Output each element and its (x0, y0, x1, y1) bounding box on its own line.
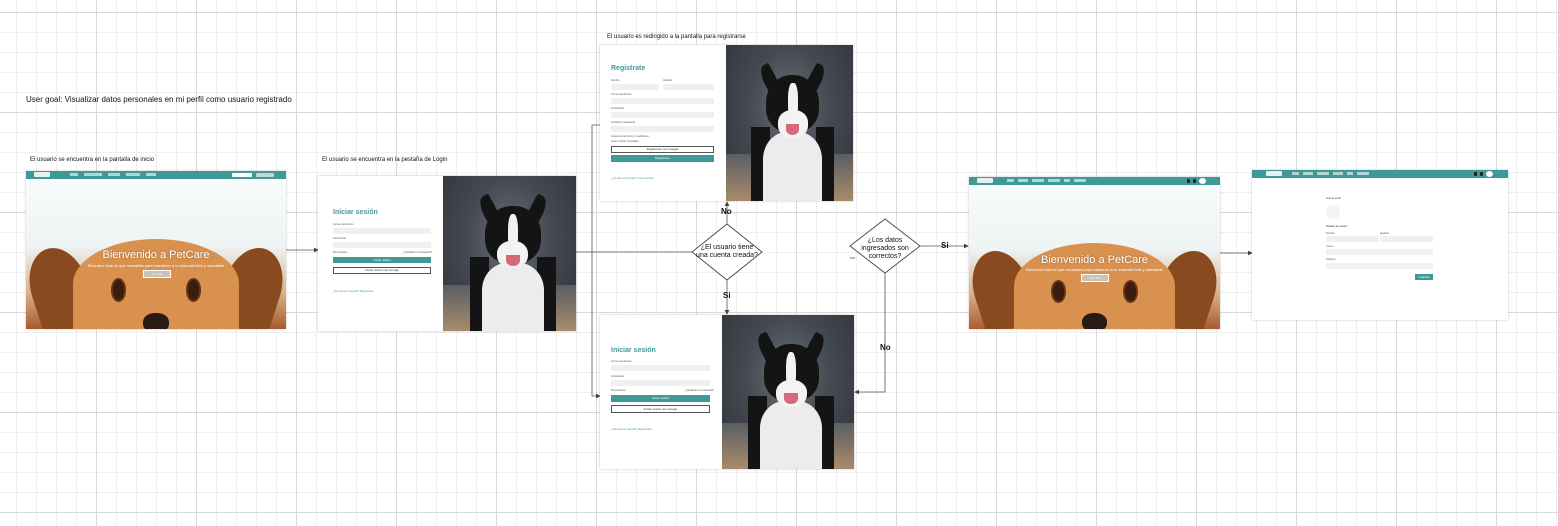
hero-button[interactable]: Ver más (1081, 274, 1109, 282)
home-logged-screen: Bienvenido a PetCare Descubre todo lo qu… (969, 177, 1220, 329)
confirm-label: Confirmar contraseña (611, 121, 636, 124)
profile-lastname-input[interactable] (1380, 236, 1433, 242)
dog-photo (722, 315, 854, 469)
profile-phone-label: Teléfono (1326, 258, 1336, 261)
edge-label-no: No (721, 207, 732, 216)
home-screen: Bienvenido a PetCare Descubre todo lo qu… (26, 171, 286, 329)
avatar[interactable] (1486, 171, 1493, 177)
reg-email-label: Correo electrónico (611, 93, 632, 96)
arrow-register-to-login2 (591, 124, 601, 399)
register-lastname-input[interactable] (663, 84, 714, 90)
bell-icon[interactable] (1480, 172, 1483, 176)
hero-button[interactable]: Ver más (143, 270, 171, 278)
dog-photo (726, 45, 853, 201)
login-register-link[interactable]: ¿No tienes cuenta? Regístrate (333, 289, 374, 293)
login2-password-input[interactable] (611, 380, 710, 386)
profile-email-input[interactable] (1326, 249, 1433, 255)
profile-navbar (1252, 170, 1508, 178)
profile-phone-input[interactable] (1326, 263, 1433, 269)
password-label: Contraseña (333, 237, 346, 240)
bell-icon[interactable] (1193, 179, 1196, 183)
home-logged-navbar (969, 177, 1220, 185)
hero-image: Bienvenido a PetCare Descubre todo lo qu… (26, 179, 286, 329)
edge-label-no: No (880, 343, 891, 352)
login-screen-2: Iniciar sesión Correo electrónico Contra… (600, 315, 854, 469)
edge-label-si: Si (723, 291, 731, 300)
remember-checkbox[interactable]: Recuérdame (333, 251, 348, 254)
lastname-label: Apellido (663, 79, 672, 82)
logo (34, 172, 50, 177)
password-label: Contraseña (611, 375, 624, 378)
hero-image: Bienvenido a PetCare Descubre todo lo qu… (969, 185, 1220, 329)
forgot-link[interactable]: ¿Olvidaste tu contraseña? (403, 251, 433, 254)
label-register: El usuario es redirigido a la pantalla p… (607, 34, 746, 40)
login-screen: Iniciar sesión Correo electrónico Contra… (318, 176, 576, 331)
profile-save-button[interactable]: Guardar (1415, 274, 1433, 280)
register-submit-button[interactable]: Registrarse (611, 155, 714, 162)
register-confirm-input[interactable] (611, 126, 714, 132)
profile-lastname-label: Apellido (1380, 232, 1389, 235)
login-submit-button[interactable]: Iniciar sesión (333, 257, 431, 263)
profile-screen: Foto de perfil Detalles de usuario Nombr… (1252, 170, 1508, 320)
register-screen: Regístrate Nombre Apellido Correo electr… (600, 45, 853, 201)
login-google-button[interactable]: Iniciar sesión con Google (333, 267, 431, 274)
login2-email-input[interactable] (611, 365, 710, 371)
terms-checkbox[interactable]: Acepto los términos y condiciones (611, 135, 649, 138)
nav-register-button[interactable] (256, 173, 274, 177)
profile-photo-title: Foto de perfil (1326, 197, 1341, 200)
register-login-link[interactable]: ¿Ya tienes cuenta? Inicia sesión (611, 176, 654, 180)
login2-title: Iniciar sesión (611, 347, 656, 354)
decision-has-account: ¿El usuario tiene una cuenta creada? (696, 244, 758, 259)
login-password-input[interactable] (333, 242, 431, 248)
register-title: Regístrate (611, 65, 646, 72)
register-name-input[interactable] (611, 84, 659, 90)
login2-google-button[interactable]: Iniciar sesión con Google (611, 405, 710, 413)
profile-photo[interactable] (1326, 205, 1340, 219)
reg-password-label: Contraseña (611, 107, 624, 110)
remember-checkbox[interactable]: Recuérdame (611, 389, 626, 392)
register-password-input[interactable] (611, 112, 714, 118)
register-google-button[interactable]: Registrarse con Google (611, 146, 714, 153)
forgot-link[interactable]: ¿Olvidaste tu contraseña? (685, 389, 715, 392)
login2-register-link[interactable]: ¿No tienes cuenta? Regístrate (611, 427, 652, 431)
hero-title: Bienvenido a PetCare (102, 249, 210, 261)
user-details-title: Detalles de usuario (1326, 225, 1348, 228)
hero-title: Bienvenido a PetCare (1040, 254, 1148, 266)
cart-icon[interactable] (1474, 172, 1477, 176)
newsletter-checkbox[interactable]: Quiero recibir novedades (611, 140, 639, 143)
user-goal: User goal: Visualizar datos personales e… (26, 95, 292, 104)
home-navbar (26, 171, 286, 179)
decision-correct-data: ¿Los datos ingresados son correctos? (861, 237, 909, 260)
profile-name-input[interactable] (1326, 236, 1378, 242)
arrow-no-to-login2 (854, 272, 886, 395)
decision-diamond-1 (691, 223, 763, 281)
register-email-input[interactable] (611, 98, 714, 104)
edge-label-si: Si (941, 241, 949, 250)
profile-name-label: Nombre (1326, 232, 1335, 235)
nav-login-button[interactable] (232, 173, 252, 177)
login2-submit-button[interactable]: Iniciar sesión (611, 395, 710, 402)
decision-diamond-2 (849, 218, 921, 274)
label-login: El usuario se encuentra en la pestaña de… (322, 157, 448, 163)
label-home: El usuario se encuentra en la pantalla d… (30, 157, 155, 163)
hero-subtitle: Descubre todo lo que necesitas para mant… (1026, 267, 1163, 272)
email-label: Correo electrónico (333, 223, 354, 226)
dog-photo (443, 176, 576, 331)
cart-icon[interactable] (1187, 179, 1190, 183)
login-email-input[interactable] (333, 228, 431, 234)
email-label: Correo electrónico (611, 360, 632, 363)
avatar[interactable] (1199, 178, 1206, 184)
login-title: Iniciar sesión (333, 209, 378, 216)
profile-email-label: Correo (1326, 245, 1334, 248)
hero-subtitle: Descubre todo lo que necesitas para mant… (87, 263, 225, 268)
name-label: Nombre (611, 79, 620, 82)
